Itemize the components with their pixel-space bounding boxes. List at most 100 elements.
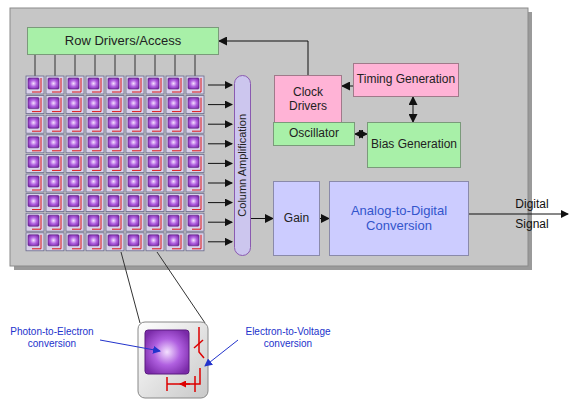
pixel-wire <box>192 137 201 151</box>
pixel-cell <box>66 154 84 172</box>
pixel-wire <box>192 78 201 92</box>
pixel-wire <box>112 176 121 190</box>
zoom-line <box>157 252 205 323</box>
pixel-wire <box>72 196 81 210</box>
pixel-wire <box>32 117 41 131</box>
photodiode <box>48 196 59 207</box>
photodiode <box>168 215 179 226</box>
photodiode <box>128 117 139 128</box>
pixel-wire <box>152 215 161 229</box>
node-text: Gain <box>284 212 309 226</box>
pixel-cell <box>26 154 44 172</box>
photodiode <box>28 176 39 187</box>
pixel-wire <box>132 78 141 92</box>
pixel-wire <box>152 117 161 131</box>
pixel-wire <box>152 176 161 190</box>
pixel-wire <box>192 215 201 229</box>
column-arrow <box>208 104 232 105</box>
process-box: Analog-to-Digital Conversion <box>329 181 469 256</box>
process-box: Gain <box>273 181 320 256</box>
photodiode <box>48 78 59 89</box>
photodiode <box>68 235 79 246</box>
pixel-cell <box>26 174 44 192</box>
pixel-wire <box>72 176 81 190</box>
pixel-wire <box>192 156 201 170</box>
photodiode <box>128 235 139 246</box>
amplifier-bar: Column Amplification <box>234 75 251 256</box>
pixel-cell <box>146 135 164 153</box>
photodiode <box>168 98 179 109</box>
transistor-symbol <box>167 327 204 392</box>
pixel-cell <box>106 174 124 192</box>
pixel-wire <box>152 196 161 210</box>
column-arrow <box>208 202 232 203</box>
pixel-wire <box>172 156 181 170</box>
node-text: Analog-to-Digital Conversion <box>330 204 468 234</box>
pixel-wire <box>92 176 101 190</box>
photodiode <box>48 98 59 109</box>
column-arrow <box>208 124 232 125</box>
photodiode <box>188 78 199 89</box>
pixel-wire <box>112 117 121 131</box>
photodiode <box>28 196 39 207</box>
column-arrow <box>208 241 232 242</box>
photodiode <box>28 98 39 109</box>
photodiode <box>108 117 119 128</box>
photodiode <box>188 176 199 187</box>
photodiode <box>188 196 199 207</box>
connector-arrow <box>219 41 308 75</box>
pixel-wire <box>72 137 81 151</box>
photodiode <box>128 196 139 207</box>
photodiode <box>48 176 59 187</box>
pixel-cell <box>86 76 104 94</box>
pixel-cell <box>66 96 84 114</box>
pixel-wire <box>112 98 121 112</box>
photodiode <box>48 137 59 148</box>
pixel-cell <box>106 96 124 114</box>
photodiode <box>88 196 99 207</box>
photodiode <box>28 78 39 89</box>
pixel-cell <box>66 233 84 251</box>
connector-arrow <box>320 218 329 219</box>
photodiode <box>128 137 139 148</box>
photodiode <box>68 117 79 128</box>
output-arrow <box>463 214 568 215</box>
pixel-cell <box>26 115 44 133</box>
photodiode <box>168 156 179 167</box>
pixel-cell <box>146 213 164 231</box>
photodiode <box>128 78 139 89</box>
pixel-wire <box>172 176 181 190</box>
pixel-cell <box>186 233 204 251</box>
pixel-wire <box>92 117 101 131</box>
pixel-cell <box>106 115 124 133</box>
pixel-cell <box>126 233 144 251</box>
pixel-wire <box>152 156 161 170</box>
pixel-wire <box>172 235 181 249</box>
pixel-cell <box>146 96 164 114</box>
pixel-cell <box>186 96 204 114</box>
photodiode <box>88 117 99 128</box>
pixel-cell <box>66 174 84 192</box>
pixel-cell <box>186 76 204 94</box>
pixel-wire <box>112 215 121 229</box>
connector-arrow <box>413 97 414 122</box>
photodiode <box>108 176 119 187</box>
pixel-zoom <box>138 322 208 398</box>
pixel-wire <box>172 137 181 151</box>
photodiode <box>168 137 179 148</box>
pixel-cell <box>86 174 104 192</box>
pixel-cell <box>166 213 184 231</box>
pixel-wire <box>92 137 101 151</box>
photodiode <box>88 156 99 167</box>
leader-line <box>205 340 238 366</box>
pixel-cell <box>126 213 144 231</box>
pixel-cell <box>46 233 64 251</box>
photodiode <box>28 235 39 246</box>
pixel-cell <box>86 194 104 212</box>
photodiode <box>145 330 189 374</box>
photodiode <box>88 176 99 187</box>
pixel-wire <box>52 78 61 92</box>
pixel-cell <box>26 194 44 212</box>
pixel-wire <box>112 78 121 92</box>
pixel-cell <box>186 115 204 133</box>
